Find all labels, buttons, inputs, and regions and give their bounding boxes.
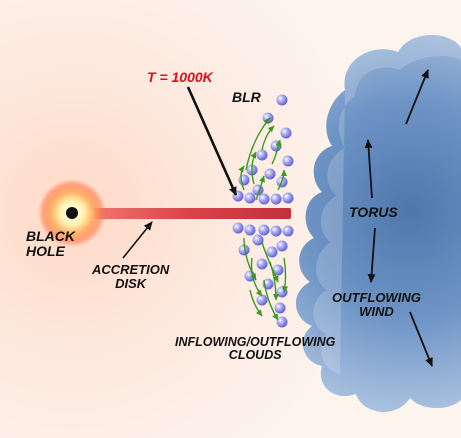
accretion-disk-bar: [86, 208, 291, 219]
temperature-label: T = 1000K: [147, 69, 213, 85]
annotation-arrows: [122, 69, 433, 367]
cloud-flow-arrow: [243, 237, 257, 281]
blr-cloud-sphere: [238, 174, 250, 186]
blr-cloud-sphere: [244, 192, 256, 204]
torus-up-arrow: [364, 139, 373, 199]
cloud-flow-arrow: [261, 241, 279, 283]
black-hole-label-line1: BLACK: [26, 228, 75, 244]
blr-cloud-sphere: [282, 155, 294, 167]
torus-down-arrow: [367, 227, 376, 283]
outflowing-wind-label-line2: WIND: [359, 303, 394, 319]
temperature-pointer-arrow: [186, 86, 238, 196]
outflowing-wind-label: OUTFLOWING WIND: [332, 291, 421, 318]
blr-cloud-sphere: [256, 258, 268, 270]
blr-cloud-sphere: [238, 244, 250, 256]
blr-cloud-sphere: [258, 193, 270, 205]
blr-cloud-sphere: [276, 286, 288, 298]
clouds-label-line1: INFLOWING/OUTFLOWING: [175, 335, 336, 349]
blr-cloud-sphere: [258, 224, 270, 236]
blr-cloud-sphere: [256, 149, 268, 161]
cloud-flow-arrow: [282, 257, 289, 293]
blr-cloud-sphere: [256, 294, 268, 306]
blr-cloud-sphere: [276, 316, 288, 328]
cloud-flow-arrow: [249, 289, 263, 317]
cloud-flow-arrow: [238, 165, 245, 191]
cloud-flow-arrow: [250, 257, 263, 297]
accretion-disk-label-line1: ACCRETION: [92, 262, 170, 277]
blr-cloud-sphere: [282, 225, 294, 237]
cloud-flow-arrow: [271, 139, 282, 165]
cloud-flow-arrow: [250, 151, 257, 185]
black-hole: [38, 179, 106, 247]
black-hole-label-line2: HOLE: [26, 242, 65, 259]
clouds-label: INFLOWING/OUTFLOWING CLOUDS: [175, 335, 336, 363]
blr-cloud-sphere: [270, 225, 282, 237]
blr-cloud-sphere: [276, 240, 288, 252]
torus-cloud: [295, 35, 461, 412]
blr-cloud-sphere: [264, 168, 276, 180]
blr-clouds: [232, 94, 294, 328]
blr-cloud-sphere: [276, 94, 288, 106]
cloud-flow-arrow: [261, 125, 275, 151]
cloud-flow-arrow: [255, 175, 265, 201]
outflowing-wind-label-line1: OUTFLOWING: [332, 290, 421, 305]
accretion-disk-label: ACCRETION DISK: [92, 263, 169, 290]
torus-label: TORUS: [349, 204, 398, 220]
cloud-flow-arrow: [277, 169, 287, 191]
blr-cloud-sphere: [252, 234, 264, 246]
blr-cloud-sphere: [272, 264, 284, 276]
blr-cloud-sphere: [232, 222, 244, 234]
cloud-flow-arrow: [245, 117, 271, 171]
blr-label: BLR: [232, 89, 261, 105]
clouds-label-line2: CLOUDS: [228, 348, 282, 363]
blr-cloud-sphere: [262, 112, 274, 124]
accretion-disk-pointer-arrow: [122, 221, 153, 259]
blr-cloud-sphere: [266, 246, 278, 258]
blr-cloud-sphere: [270, 193, 282, 205]
wind-up-arrow: [405, 69, 429, 125]
wind-down-arrow: [409, 311, 433, 367]
cloud-flow-arrow: [269, 261, 279, 301]
blr-cloud-sphere: [274, 302, 286, 314]
blr-cloud-sphere: [280, 127, 292, 139]
black-hole-label: BLACK HOLE: [26, 229, 75, 258]
accretion-disk-label-line2: DISK: [115, 275, 147, 291]
cloud-flow-arrows: [238, 117, 289, 321]
cloud-flow-arrow: [263, 279, 279, 321]
blr-cloud-sphere: [244, 224, 256, 236]
blr-cloud-sphere: [282, 192, 294, 204]
